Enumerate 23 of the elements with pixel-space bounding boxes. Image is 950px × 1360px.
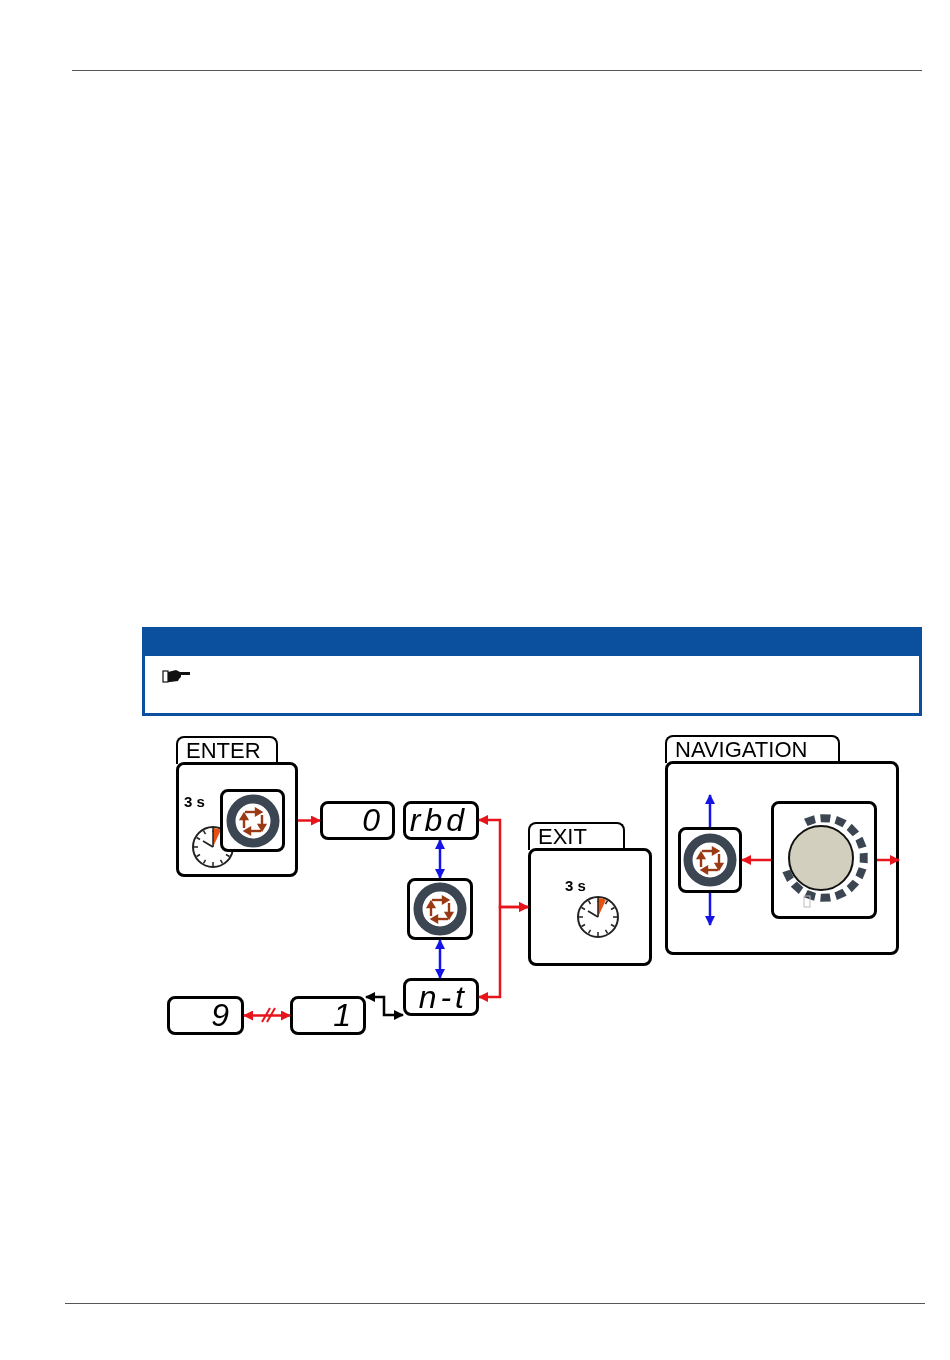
push-button xyxy=(678,827,742,893)
duration-label: 3 s xyxy=(565,878,586,893)
segment-display: n-t xyxy=(403,978,479,1016)
push-button xyxy=(407,878,473,940)
arrow xyxy=(478,902,529,1002)
segment-display: 1 xyxy=(290,996,366,1035)
arrow xyxy=(298,815,321,826)
arrow xyxy=(705,893,715,926)
segment-display: 9 xyxy=(167,996,244,1035)
arrow xyxy=(243,1010,291,1021)
arrow xyxy=(741,855,771,865)
knob-panel xyxy=(771,801,877,919)
arrow xyxy=(435,839,445,879)
arrow xyxy=(705,794,715,827)
panel-tab: NAVIGATION xyxy=(665,735,840,763)
segment-display: rbd xyxy=(403,801,479,840)
duration-label: 3 s xyxy=(184,794,205,809)
segment-display: 0 xyxy=(320,801,395,840)
arrow xyxy=(435,939,445,979)
arrow xyxy=(365,992,404,1020)
panel-tab: ENTER xyxy=(176,736,278,764)
panel-tab: EXIT xyxy=(528,822,625,850)
arrow xyxy=(877,855,900,865)
